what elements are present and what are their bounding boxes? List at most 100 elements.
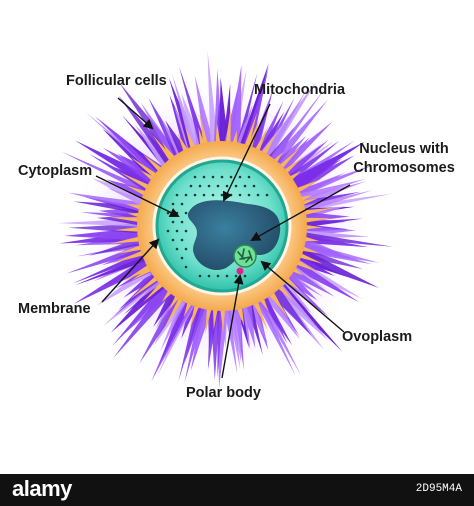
zona-wisp bbox=[199, 113, 209, 147]
mitochondrion-dot bbox=[216, 184, 220, 188]
follicular-cell-spike bbox=[256, 299, 296, 377]
nucleus-label-line1: Nucleus with bbox=[359, 141, 449, 157]
follicular-cell-spike bbox=[73, 258, 149, 305]
mitochondrion-dot bbox=[184, 265, 188, 269]
follicular-cell-spike bbox=[288, 140, 340, 182]
follicular-cell-spike bbox=[289, 258, 360, 303]
follicular-cell-spike bbox=[159, 294, 189, 353]
zona-wisp bbox=[302, 236, 320, 242]
follicular-cell-spike bbox=[184, 303, 208, 384]
follicular-cell-spike bbox=[92, 178, 145, 206]
zona-wisp bbox=[123, 264, 152, 282]
zona-wisp bbox=[177, 132, 189, 154]
zona-wisp bbox=[254, 126, 269, 153]
follicular-cell-spike bbox=[302, 232, 394, 247]
zona-wisp bbox=[111, 250, 146, 264]
follicular-cell-spike bbox=[301, 190, 373, 213]
alamy-logo: alamy bbox=[12, 476, 72, 501]
image-code: 2D95M4A bbox=[415, 483, 462, 495]
mitochondrion-dot bbox=[207, 184, 211, 188]
follicular-cell-spike bbox=[156, 302, 195, 377]
chromosomes bbox=[233, 244, 257, 268]
zona-wisp bbox=[232, 130, 237, 146]
follicular-cell-spike bbox=[257, 111, 285, 155]
zona-wisp bbox=[189, 303, 200, 329]
follicular-cell-spike bbox=[123, 268, 161, 298]
zona-wisp bbox=[130, 275, 160, 299]
mitochondrion-dot bbox=[229, 175, 233, 179]
zona-wisp bbox=[126, 185, 148, 197]
follicular-cell-spike bbox=[272, 136, 307, 171]
follicular-cell-spike bbox=[299, 241, 379, 263]
mitochondrion-dot bbox=[247, 175, 251, 179]
mitochondria-pointer bbox=[222, 103, 271, 202]
mitochondrion-dot bbox=[180, 220, 184, 224]
follicular-cell-spike bbox=[151, 298, 195, 382]
zona-wisp bbox=[117, 244, 144, 254]
follicular-cell-spike bbox=[267, 89, 325, 165]
follicular-cells-pointer bbox=[117, 97, 154, 130]
follicular-cell-spike bbox=[235, 104, 253, 149]
nucleus bbox=[187, 200, 281, 271]
follicular-cell-spike bbox=[288, 262, 327, 290]
follicular-cell-spike bbox=[179, 66, 208, 150]
zona-wisp bbox=[109, 236, 142, 244]
mitochondria-dots bbox=[166, 175, 269, 278]
membrane bbox=[152, 156, 292, 296]
zona-wisp bbox=[302, 207, 335, 216]
follicular-cell-spike bbox=[277, 136, 310, 174]
zona-wisp bbox=[185, 127, 196, 150]
follicular-cell-spike bbox=[273, 99, 328, 164]
mitochondrion-dot bbox=[180, 202, 184, 206]
zona-wisp bbox=[297, 252, 323, 264]
follicular-cell-spike bbox=[140, 102, 180, 161]
follicular-cell-spike bbox=[155, 295, 177, 330]
follicular-cells-label: Follicular cells bbox=[66, 73, 167, 89]
follicular-cell-spike bbox=[217, 306, 224, 379]
mitochondrion-dot bbox=[211, 193, 215, 197]
zona-wisp bbox=[213, 307, 218, 330]
mitochondrion-dot bbox=[265, 193, 269, 197]
nucleus-pointer bbox=[250, 184, 351, 241]
mitochondrion-dot bbox=[243, 184, 247, 188]
mitochondrion-dot bbox=[171, 238, 175, 242]
mitochondrion-dot bbox=[225, 274, 229, 278]
mitochondrion-dot bbox=[238, 175, 242, 179]
zona-wisp bbox=[246, 117, 260, 150]
mitochondria-label: Mitochondria bbox=[254, 82, 346, 98]
follicular-cell-spike bbox=[301, 248, 363, 270]
follicular-cell-spike bbox=[224, 308, 238, 374]
follicular-cell-spike bbox=[299, 242, 372, 265]
zona-wisp bbox=[282, 156, 303, 175]
follicular-cell-spike bbox=[298, 257, 335, 276]
zona-wisp bbox=[143, 154, 163, 173]
polar-body-label: Polar body bbox=[186, 385, 261, 401]
follicular-cell-spike bbox=[303, 218, 363, 228]
mitochondrion-dot bbox=[166, 229, 170, 233]
zona-wisp bbox=[225, 107, 231, 145]
footer-bar: alamy 2D95M4A bbox=[0, 474, 474, 506]
mitochondrion-dot bbox=[207, 274, 211, 278]
mitochondrion-dot bbox=[175, 247, 179, 251]
follicular-cell-spike bbox=[264, 291, 300, 339]
zona-wisp bbox=[113, 226, 141, 232]
mitochondrion-dot bbox=[184, 211, 188, 215]
follicular-cell-spike bbox=[268, 284, 312, 336]
follicular-cell-spike bbox=[89, 153, 150, 192]
mitochondrion-dot bbox=[198, 274, 202, 278]
zona-wisp bbox=[295, 178, 322, 194]
mitochondrion-dot bbox=[216, 274, 220, 278]
mitochondrion-dot bbox=[193, 193, 197, 197]
mitochondrion-dot bbox=[234, 274, 238, 278]
pointer-lines bbox=[95, 97, 351, 379]
follicular-cell-spike bbox=[95, 116, 163, 177]
follicular-cell-spike bbox=[297, 163, 377, 197]
mitochondrion-dot bbox=[220, 175, 224, 179]
zona-wisp bbox=[163, 296, 184, 330]
zona-wisp bbox=[261, 132, 277, 157]
membrane-pointer bbox=[101, 238, 160, 303]
follicular-cell-spike bbox=[281, 139, 329, 182]
mitochondrion-dot bbox=[202, 175, 206, 179]
zona-wisp bbox=[252, 300, 268, 331]
